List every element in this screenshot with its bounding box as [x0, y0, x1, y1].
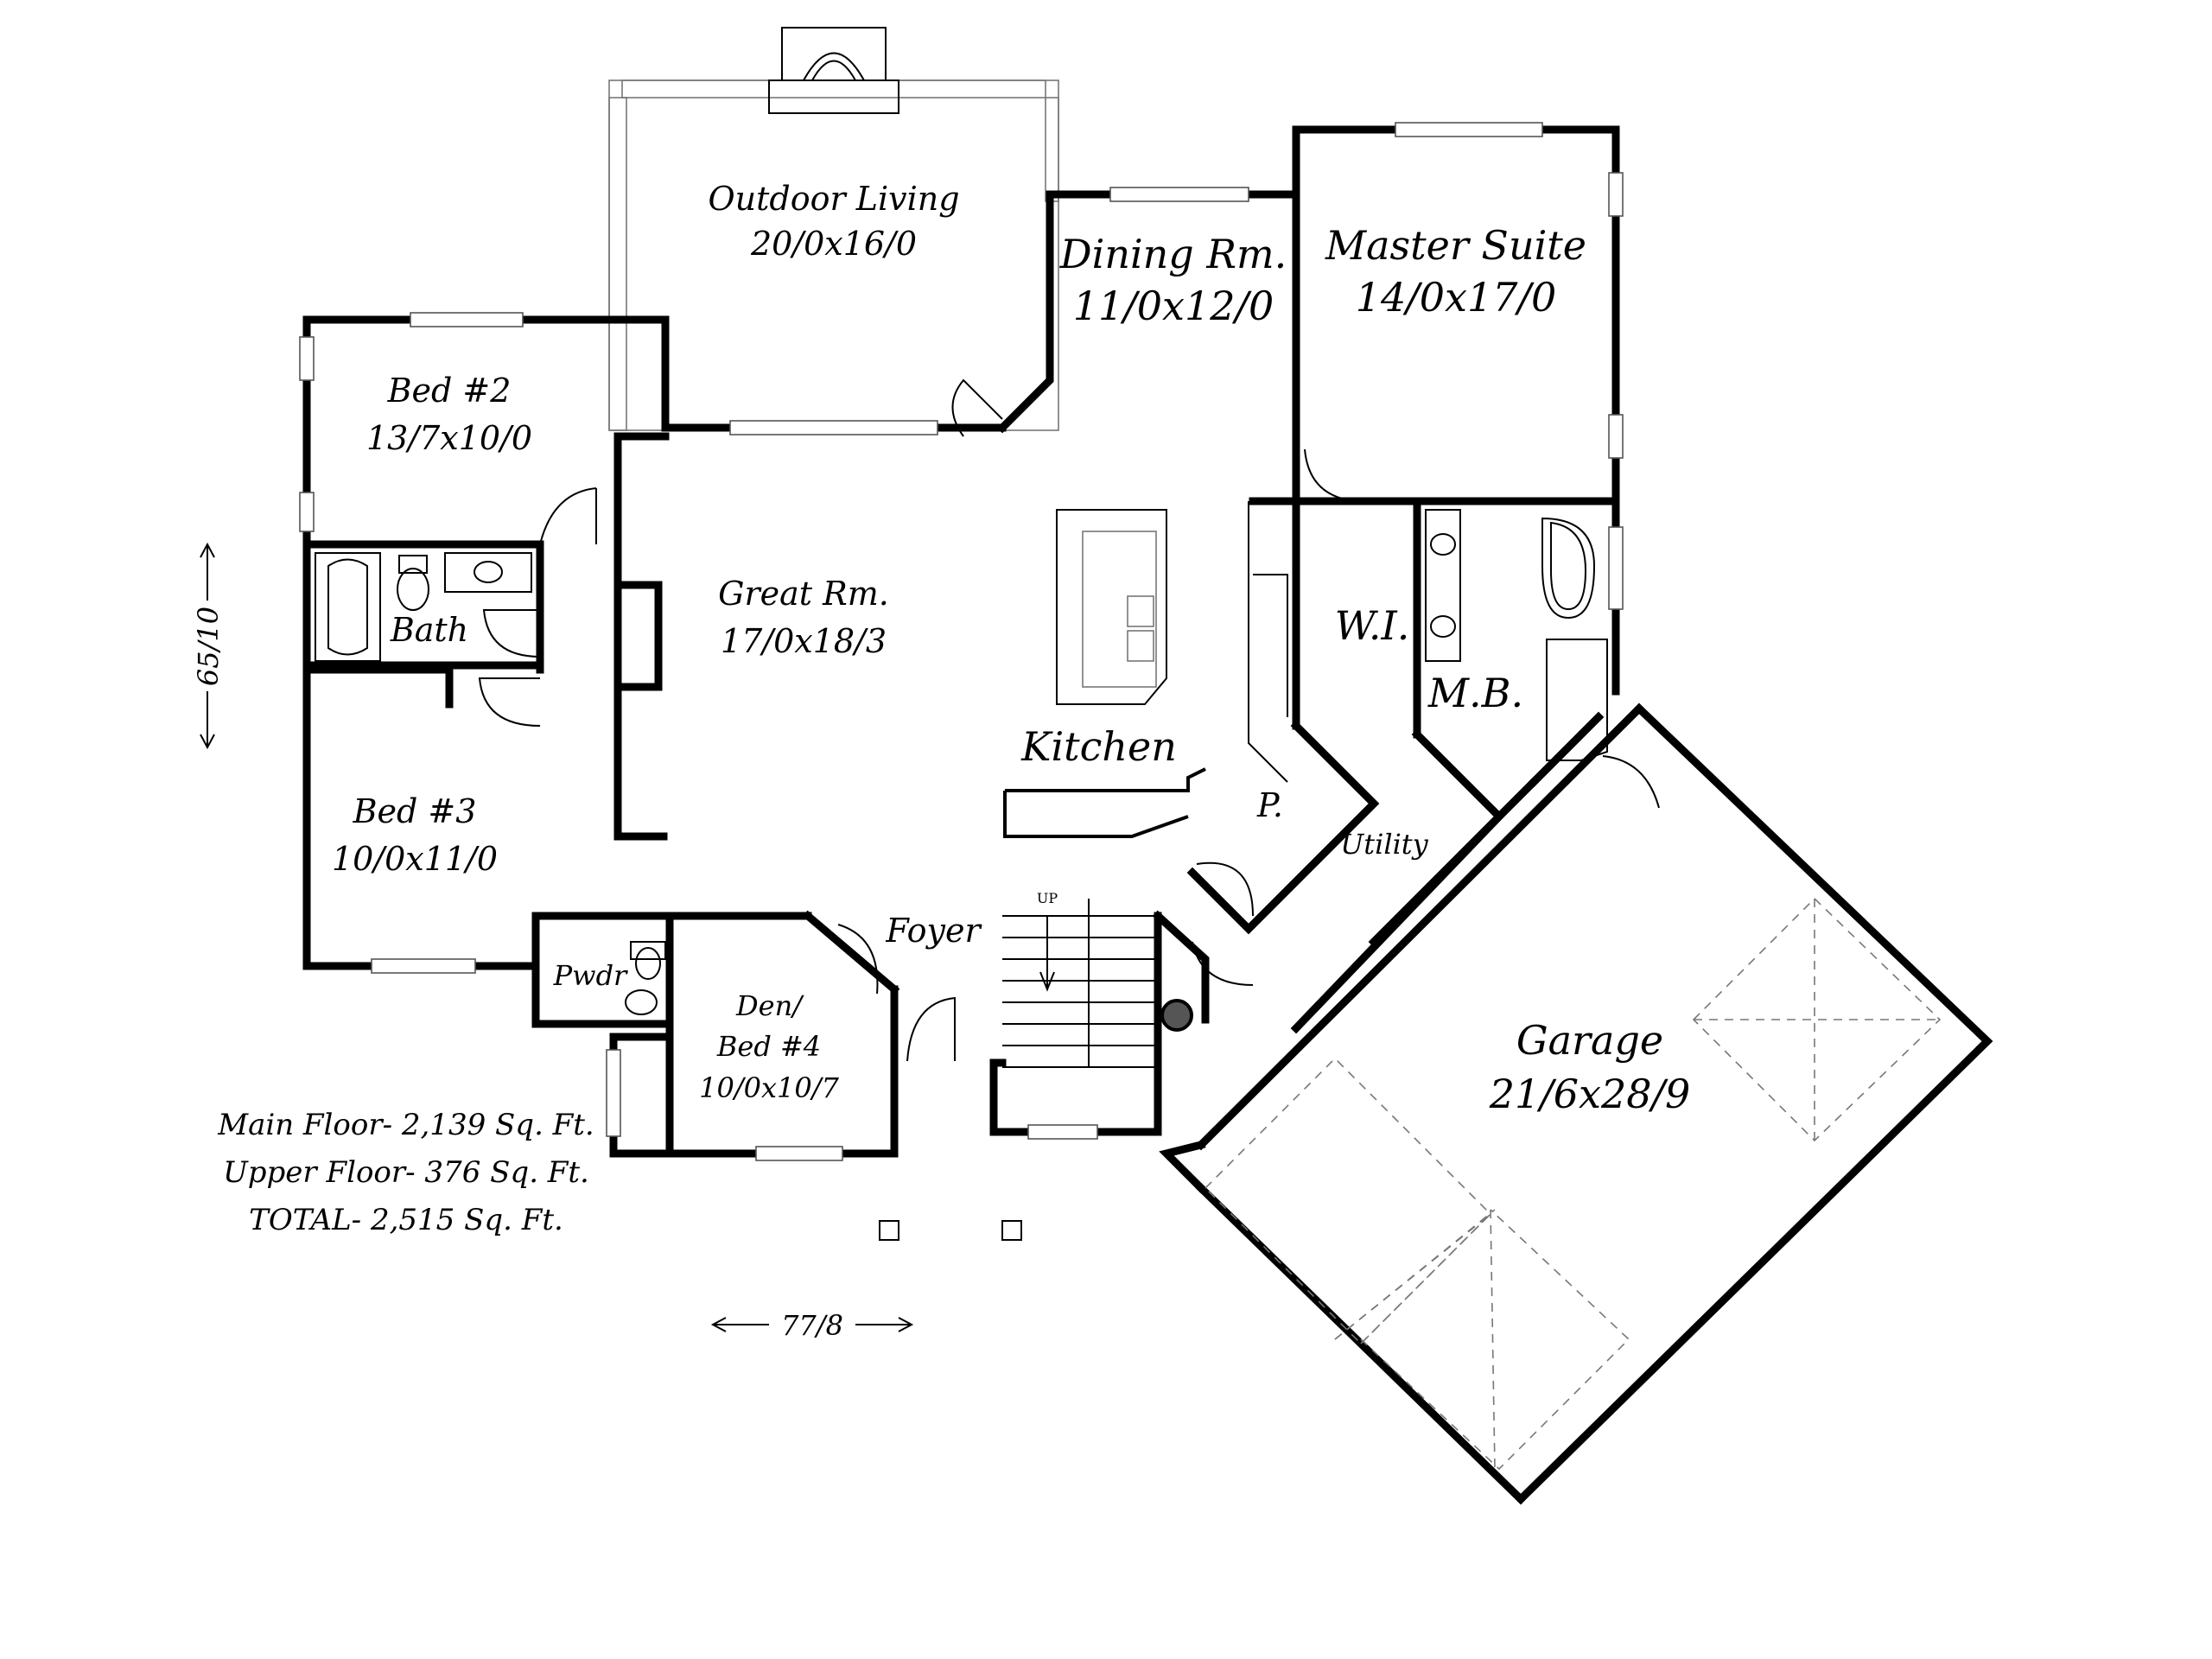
den-dims: 10/0x10/7 — [699, 1071, 839, 1104]
garage-dims: 21/6x28/9 — [1489, 1071, 1691, 1117]
depth-dimension-label: 65/10 — [192, 607, 225, 686]
depth-dimension: 65/10 — [192, 542, 225, 750]
width-dimension: 77/8 — [710, 1309, 914, 1342]
master-bath-name: M.B. — [1427, 670, 1523, 716]
garage-name: Garage — [1516, 1017, 1663, 1064]
walk-in-closet-name: W.I. — [1335, 602, 1410, 649]
dining-name: Dining Rm. — [1059, 231, 1287, 277]
staircase: UP — [1002, 890, 1193, 1068]
bed2-dims: 13/7x10/0 — [366, 419, 532, 457]
utility-name: Utility — [1340, 828, 1428, 861]
bathroom-fixtures — [315, 509, 1608, 1015]
doors — [478, 378, 1660, 1062]
great-room-name: Great Rm. — [718, 575, 889, 613]
area-summary: Main Floor- 2,139 Sq. Ft. Upper Floor- 3… — [217, 1108, 594, 1237]
width-dimension-label: 77/8 — [781, 1309, 843, 1342]
upper-floor-area: Upper Floor- 376 Sq. Ft. — [223, 1155, 589, 1190]
bed2-name: Bed #2 — [387, 372, 512, 410]
bed3-name: Bed #3 — [353, 792, 477, 830]
powder-room-name: Pwdr — [553, 959, 628, 992]
master-suite-dims: 14/0x17/0 — [1356, 274, 1557, 321]
main-floor-area: Main Floor- 2,139 Sq. Ft. — [217, 1108, 594, 1142]
total-area: TOTAL- 2,515 Sq. Ft. — [249, 1203, 563, 1237]
room-labels: Outdoor Living 20/0x16/0 Dining Rm. 11/0… — [332, 180, 1690, 1117]
windows — [299, 122, 1624, 1161]
garage-walls — [1159, 702, 1993, 1505]
kitchen-name: Kitchen — [1020, 723, 1177, 770]
master-suite-name: Master Suite — [1325, 222, 1586, 269]
outdoor-living-name: Outdoor Living — [708, 180, 959, 218]
kitchen-island — [1056, 501, 1288, 783]
outdoor-living-dims: 20/0x16/0 — [750, 225, 917, 263]
dining-dims: 11/0x12/0 — [1073, 283, 1274, 329]
foyer-name: Foyer — [885, 912, 982, 950]
den-name: Den/ — [735, 989, 804, 1022]
stairs-up-label: UP — [1037, 890, 1058, 906]
pantry-name: P. — [1256, 786, 1283, 824]
garage-door-panels — [1204, 897, 1942, 1471]
bath-name: Bath — [390, 611, 468, 649]
bed3-dims: 10/0x11/0 — [332, 840, 498, 878]
fireplace-icon — [768, 27, 899, 114]
den-name-line2: Bed #4 — [716, 1030, 821, 1063]
great-room-dims: 17/0x18/3 — [721, 622, 887, 660]
